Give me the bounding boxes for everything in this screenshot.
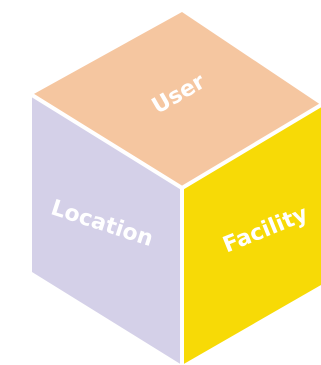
cube-face-facility xyxy=(182,105,321,365)
cube-face-location xyxy=(32,95,182,365)
cube-face-user xyxy=(32,12,321,188)
